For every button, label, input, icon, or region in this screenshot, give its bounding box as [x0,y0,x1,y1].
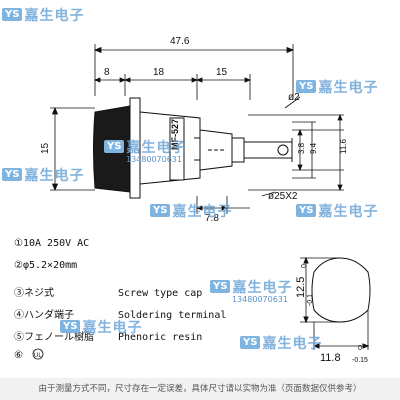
dim-cap-bottom-lower: -0.15 [352,357,368,364]
dim-cap-width-lower: -0.1 [307,294,314,306]
dim-slot: ø25X2 [268,191,298,202]
dim-diameter-mark: ø2 [288,92,300,103]
dim-seg-b: 18 [153,67,165,78]
svg-text:UL: UL [34,353,42,359]
spec-row-2: ②φ5.2×20mm [14,260,78,271]
fuse-holder-body [93,97,293,199]
spec-row-6: ⑥ [14,350,23,361]
dim-h1: 3.8 [297,142,306,154]
dim-left-height: 15 [40,142,51,154]
dim-cap-bottom-main: 11.8 [320,352,341,364]
end-cap-view [300,256,371,350]
overall-length-dimension [93,44,295,100]
dim-pitch: 7.8 [205,213,219,224]
dim-h3: 11.6 [339,138,348,154]
left-height-dimension [50,106,95,192]
dim-cap-width-main: 12.5 [295,277,307,298]
dim-cap-width-upper: 0 [301,264,308,268]
spec-row-1: ①10A 250V AC [14,238,90,249]
dim-cap-bottom-upper: 0 [358,345,362,352]
footer-disclaimer: 由于测量方式不同，尺寸存在一定误差，具体尺寸请以实物为准（页面数据仅供参考） [0,378,400,400]
pitch-dimension [195,191,276,214]
segment-dimensions [93,74,252,100]
dim-seg-a: 8 [104,67,110,78]
dim-seg-c: 15 [216,67,228,78]
dim-h2: 9.4 [309,142,318,154]
right-height-dimensions [248,96,344,192]
ul-certification-icon: UL [32,348,44,360]
body-code-label: MF-527 [170,119,180,150]
dim-overall-length: 47.6 [170,36,190,47]
